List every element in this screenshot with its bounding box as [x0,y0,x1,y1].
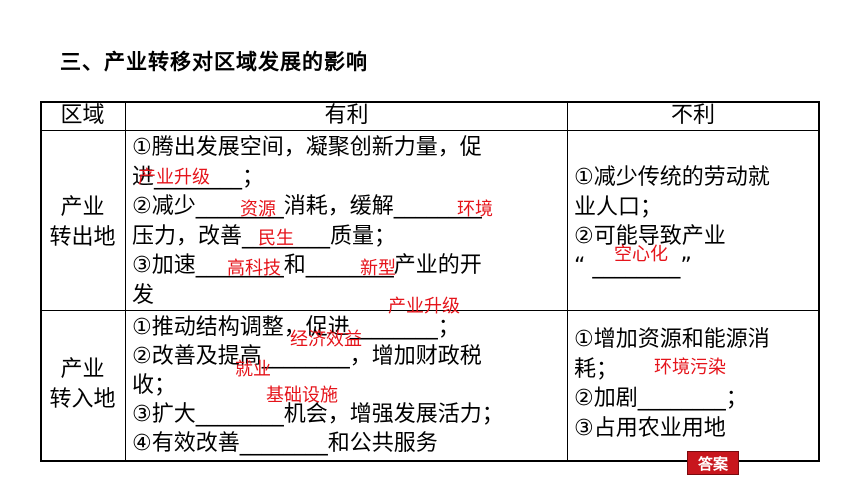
row1-cons: ①减少传统的劳动就 业人口； ②可能导致产业 “ ________” [574,165,770,279]
answer-industrial-upgrade-1: 产业升级 [138,167,210,188]
row2-pros: ①推动结构调整，促进________； ②改善及提高________，增加财政税… [132,315,504,456]
row2-cons: ①增加资源和能源消 耗； ②加剧________； ③占用农业用地 [574,327,770,441]
answer-industrial-upgrade-2: 产业升级 [388,296,460,317]
answer-resources: 资源 [240,199,276,220]
table-border-bottom [40,460,820,462]
answer-hollowing: 空心化 [614,244,668,265]
answer-button[interactable]: 答案 [687,451,739,475]
section-heading: 三、产业转移对区域发展的影响 [60,50,368,74]
header-disadvantages: 不利 [670,103,715,128]
table-border-top [40,101,820,103]
table-col-divider-2 [567,101,568,461]
answer-pollution: 环境污染 [654,357,726,378]
header-region: 区域 [60,103,105,128]
row1-pros: ①腾出发展空间，凝聚创新力量，促 进________； ②减少________消… [132,135,482,308]
table-border-right [818,101,820,461]
answer-high-tech: 高科技 [227,258,281,279]
answer-employment: 就业 [235,359,271,380]
table-border-left [40,101,42,461]
answer-economic-benefit: 经济效益 [290,329,362,350]
header-advantages: 有利 [324,103,369,128]
table: 区域 有利 不利 产业 转出地 ①腾出发展空间，凝聚创新力量，促 进______… [40,101,820,462]
row2-region: 产业 转入地 [49,357,116,412]
table-col-divider-1 [125,101,126,461]
table-row-divider [40,310,820,311]
answer-environment: 环境 [457,199,493,220]
answer-infrastructure: 基础设施 [266,385,338,406]
table-header-divider [40,130,820,131]
row1-region: 产业 转出地 [49,195,116,250]
answer-livelihood: 民生 [258,228,294,249]
answer-new-type: 新型 [360,258,396,279]
